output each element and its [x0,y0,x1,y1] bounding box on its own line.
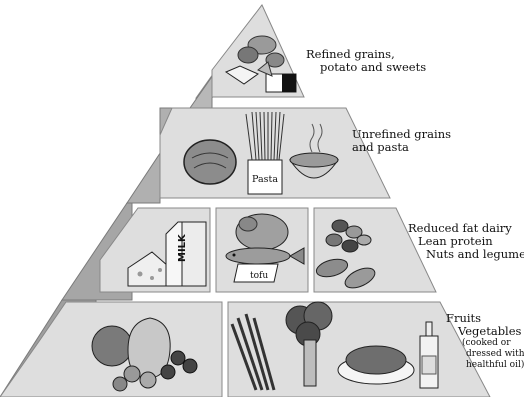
fruits-illustration [91,317,198,392]
fish-illustration [225,247,305,265]
tier4-label-line2: Vegetables [458,324,522,339]
beans-illustration [325,219,372,253]
pasta-tag: Pasta [252,174,278,185]
tier3-label-line3: Nuts and legumes [426,247,524,262]
tier2-label-line2: and pasta [352,140,409,155]
tier1-label: Refined grains, potato and sweets [306,47,427,75]
bread-loaf-illustration [183,139,237,185]
asparagus-illustration [230,313,276,391]
tier1-label-line2: potato and sweets [320,60,427,75]
tier4-note-line3: healthful oil) [466,360,524,371]
milk-carton-text: MILK [177,233,188,262]
tier4-label-line1: Fruits [446,311,482,325]
milk-carton-illustration: MILK [165,221,207,287]
tier2-label-line1: Unrefined grains [352,127,452,141]
tofu-block-illustration [233,263,279,283]
cereal-bowl-illustration [289,123,339,179]
tofu-tag: tofu [250,271,269,281]
pasta-jar-illustration [245,111,285,195]
olive-oil-bottle-illustration [419,321,439,389]
tier4-note-line1: (cooked or [462,338,511,349]
tier2-label: Unrefined grains and pasta [352,127,452,155]
cooked-vegetables-plate-illustration [337,345,415,385]
tier3-label-line1: Reduced fat dairy [408,221,512,235]
tier4-note-line2: dressed with [466,349,524,360]
tier3-label: Reduced fat dairy Lean protein Nuts and … [408,221,524,262]
tier4-label: Fruits Vegetables (cooked or dressed wit… [446,311,524,371]
broccoli-illustration [285,301,333,387]
almonds-illustration [315,258,376,289]
roast-chicken-illustration [235,213,289,251]
tier3-label-line2: Lean protein [418,234,493,249]
sweets-illustration [224,35,297,93]
tier1-label-line1: Refined grains, [306,47,395,61]
